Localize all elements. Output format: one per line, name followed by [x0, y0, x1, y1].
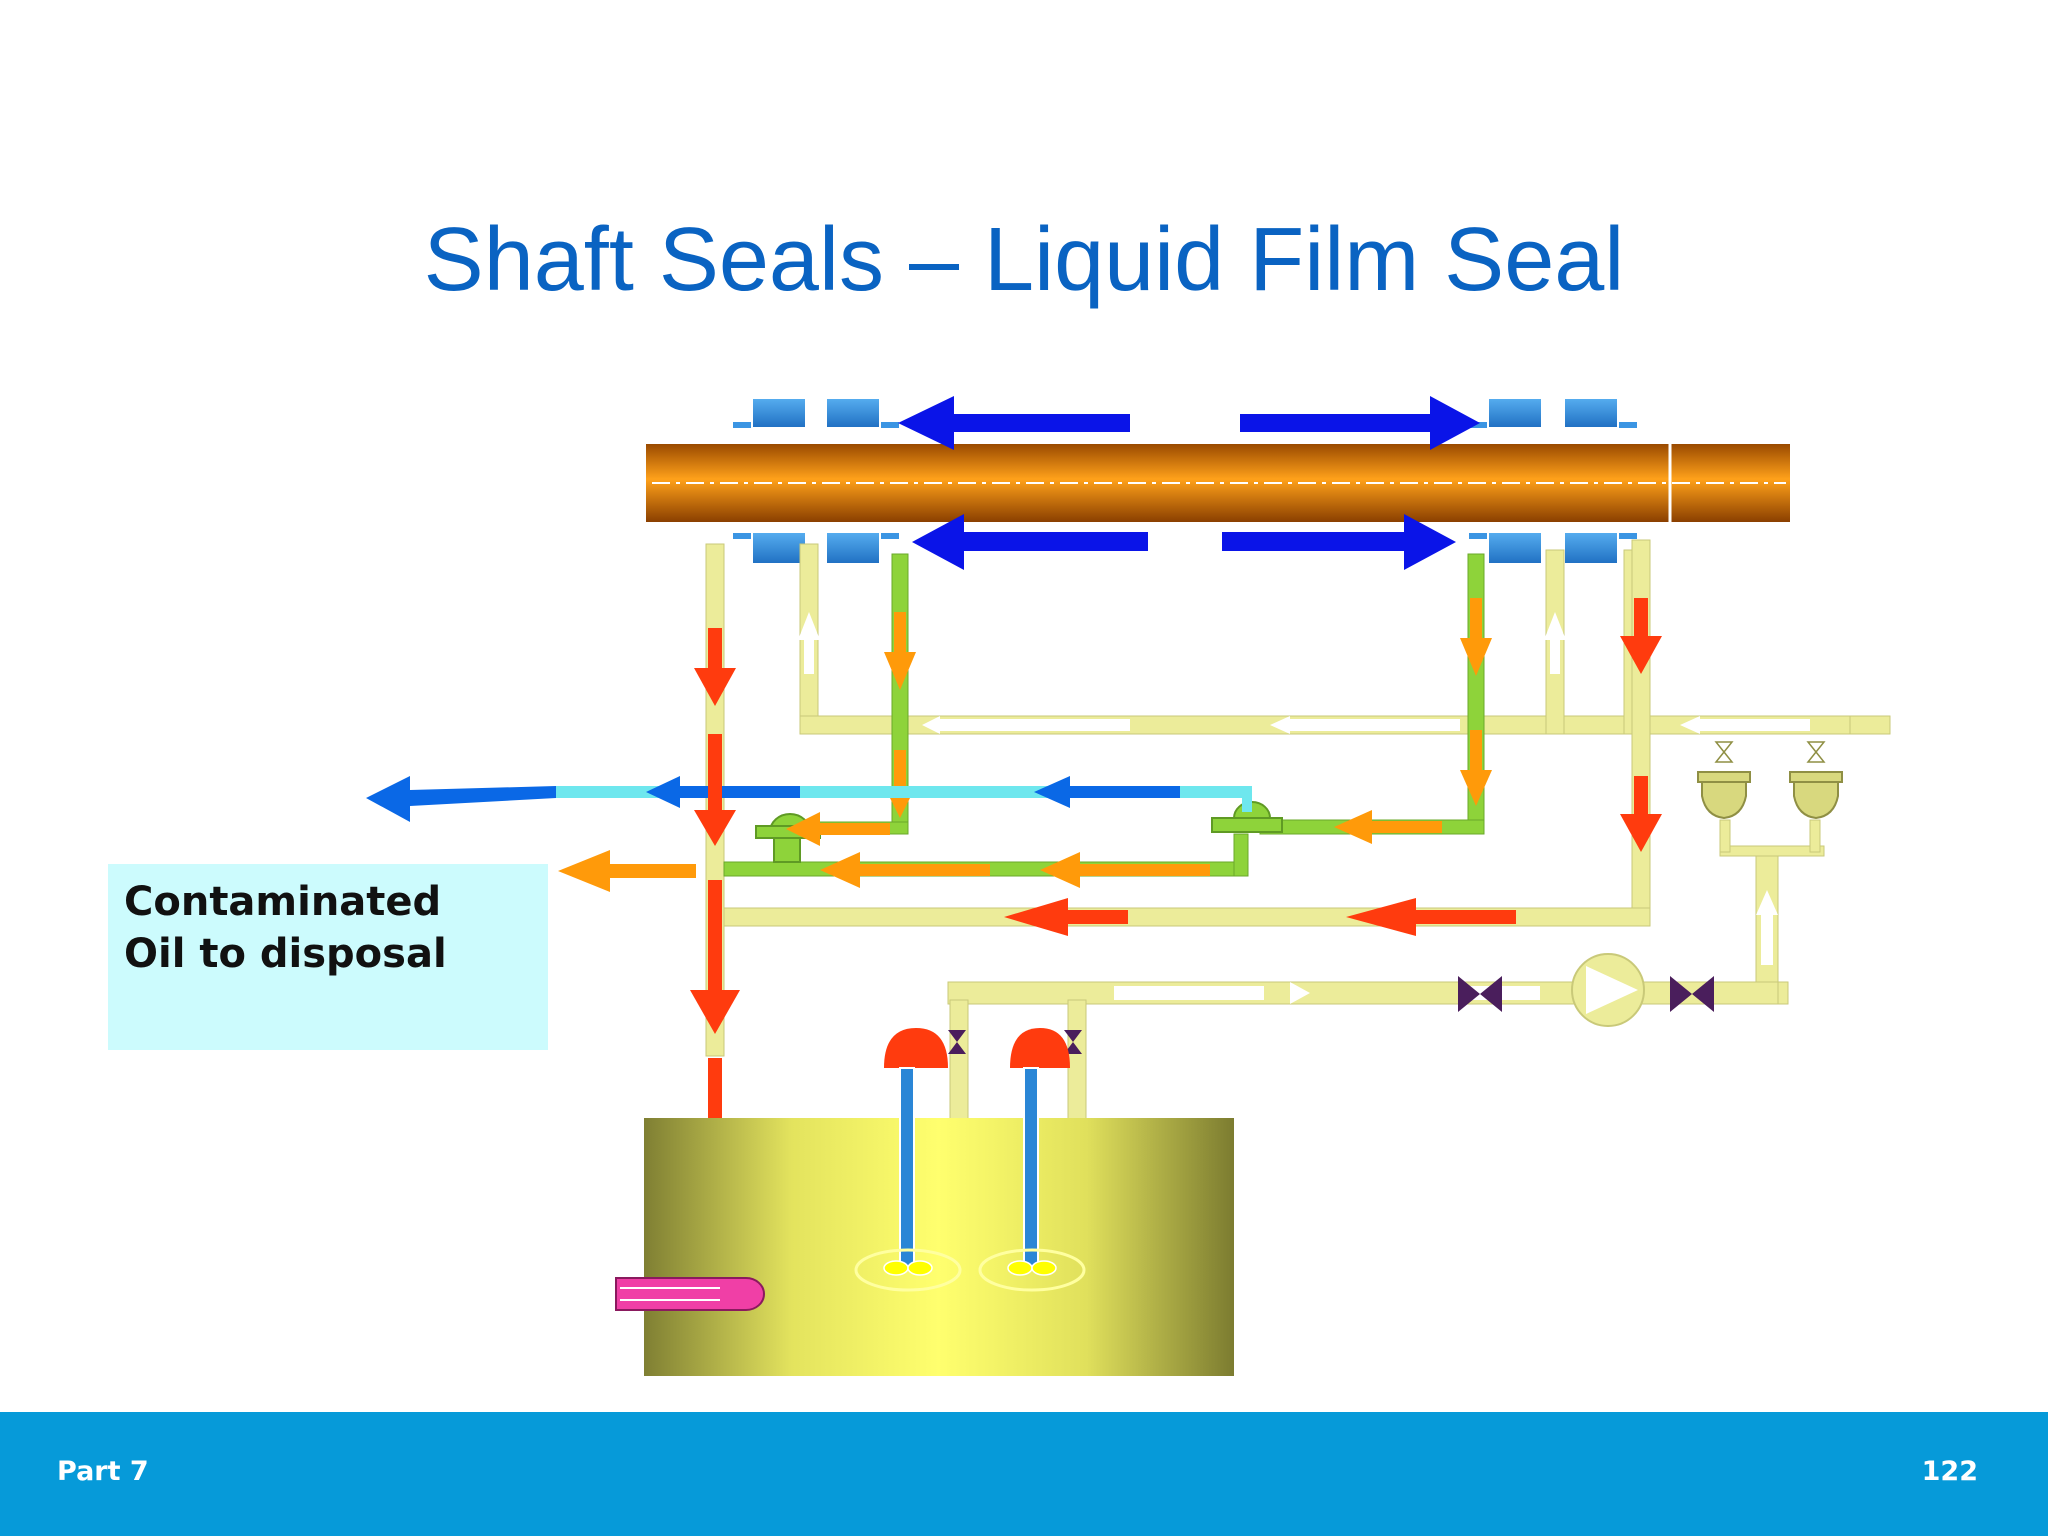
seal-oil-reservoir — [644, 1118, 1234, 1376]
page-number: 122 — [1921, 1456, 1978, 1487]
slide-title: Shaft Seals – Liquid Film Seal — [423, 210, 1625, 310]
footer-section-label: Part 7 — [57, 1456, 149, 1487]
oil-filters — [1697, 771, 1843, 820]
tank-heater — [615, 1277, 765, 1311]
filter-valves — [1714, 741, 1826, 763]
level-gauges — [854, 1028, 1086, 1292]
oil-pump — [1571, 953, 1645, 1027]
callout-text: Contaminated Oil to disposal — [124, 879, 447, 977]
gas-vent-line — [366, 776, 1252, 822]
disposal-callout: Contaminated Oil to disposal — [108, 864, 548, 1050]
isolation-valves — [948, 976, 1714, 1054]
sour-oil-flow-arrows — [558, 598, 1492, 892]
return-flow-arrows — [798, 612, 1810, 1004]
shaft — [646, 444, 1790, 522]
seal-rings — [731, 397, 1639, 565]
contaminated-oil-flow-arrows — [690, 598, 1662, 1190]
footer-bar: Part 7 122 — [0, 1412, 2048, 1536]
seal-oil-flow-arrows — [898, 396, 1480, 570]
